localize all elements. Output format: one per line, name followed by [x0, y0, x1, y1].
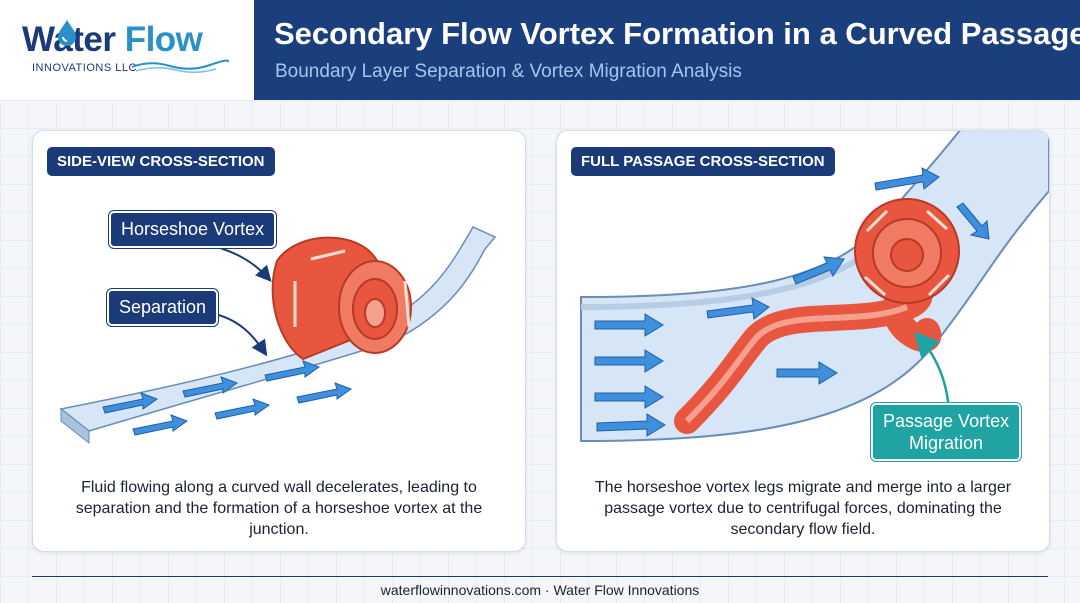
water-drop-icon [58, 20, 76, 46]
callout-line-1: Passage Vortex [883, 411, 1010, 431]
callout-separation: Separation [107, 289, 219, 326]
callout-passage-vortex-migration: Passage Vortex Migration [871, 403, 1022, 461]
passage-diagram [580, 131, 1049, 443]
side-view-diagram [59, 226, 497, 445]
flow-arrow-icon [102, 392, 159, 414]
page-title: Secondary Flow Vortex Formation in a Cur… [274, 16, 1080, 51]
flow-arrow-icon [214, 398, 271, 420]
flow-arrow-icon [594, 313, 664, 337]
vortex-icon [271, 236, 412, 361]
logo-subtitle: INNOVATIONS LLC [32, 62, 137, 74]
side-view-panel: SIDE-VIEW CROSS-SECTION Horseshoe Vortex… [32, 130, 526, 552]
callout-line-2: Migration [909, 433, 984, 453]
logo-wordmark: Water Flow [22, 20, 203, 60]
panel-label-full-passage: FULL PASSAGE CROSS-SECTION [571, 147, 835, 176]
logo: Water Flow INNOVATIONS LLC [0, 0, 254, 100]
flow-arrow-icon [594, 349, 664, 373]
full-passage-caption: The horseshoe vortex legs migrate and me… [594, 479, 1012, 538]
flow-arrow-icon [776, 361, 838, 385]
flow-arrow-icon [874, 167, 940, 191]
page-subtitle: Boundary Layer Separation & Vortex Migra… [275, 61, 742, 82]
flow-arrow-icon [182, 376, 239, 398]
flow-arrow-icon [706, 297, 770, 320]
flow-arrow-icon [594, 385, 664, 409]
flow-arrow-icon [596, 413, 666, 437]
flow-arrow-icon [264, 360, 321, 382]
vortex-icon [674, 198, 960, 434]
side-view-caption: Fluid flowing along a curved wall decele… [75, 479, 483, 538]
flow-arrow-icon [132, 414, 189, 436]
footer-text: waterflowinnovations.com · Water Flow In… [380, 582, 700, 598]
header-band: Secondary Flow Vortex Formation in a Cur… [254, 0, 1080, 100]
curved-wall [59, 226, 497, 432]
full-passage-panel: FULL PASSAGE CROSS-SECTION Passage Vorte… [556, 130, 1050, 552]
wave-icon [131, 59, 230, 73]
flow-arrow-icon [956, 202, 990, 240]
logo-word-flow: Flow [124, 20, 203, 59]
footer-divider [32, 576, 1048, 577]
flow-arrow-icon [296, 382, 353, 404]
panel-label-side-view: SIDE-VIEW CROSS-SECTION [47, 147, 275, 176]
callout-horseshoe-vortex: Horseshoe Vortex [109, 211, 277, 248]
flow-arrow-icon [792, 256, 845, 285]
